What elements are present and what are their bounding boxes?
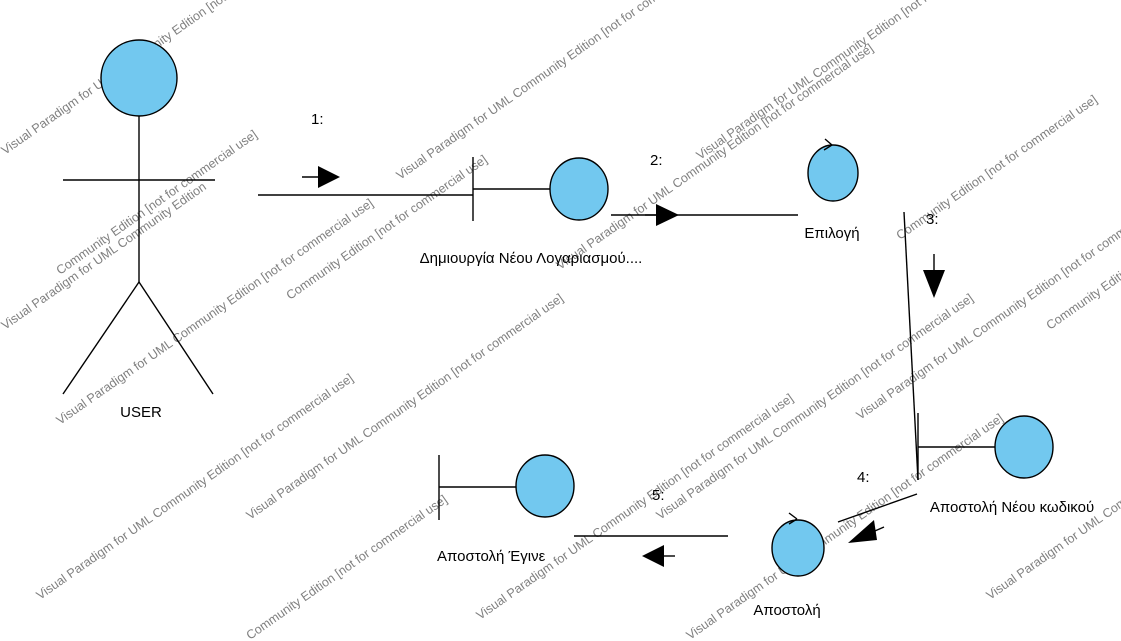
message-3-label: 3: (926, 211, 939, 228)
control-arrowhead (788, 512, 798, 525)
message-1-arrow (302, 166, 340, 188)
message-4-label: 4: (857, 469, 870, 486)
watermark: Community Edition [not for commercial us… (894, 92, 1100, 242)
watermark: Community Edition [not for commercial us… (284, 152, 490, 302)
message-2-arrow (645, 204, 679, 226)
boundary-create-account[interactable]: Δημιουργία Νέου Λογαριασμού.... (420, 157, 643, 267)
actor-left-leg (62, 281, 140, 395)
actor-head (100, 39, 178, 117)
actor-right-leg (138, 281, 214, 395)
watermark: Community Edition [not for commercial us… (244, 492, 450, 641)
message-5-label: 5: (652, 487, 665, 504)
boundary-label: Αποστολή Έγινε (437, 548, 546, 565)
boundary-circle (994, 415, 1054, 479)
control-selection[interactable]: Επιλογή (804, 138, 860, 242)
watermark: Visual Paradigm for UML Community Editio… (654, 291, 976, 522)
control-label: Επιλογή (804, 225, 859, 242)
actor-label: USER (120, 404, 162, 421)
boundary-send-new-code[interactable]: Αποστολή Νέου κωδικού (917, 413, 1094, 516)
message-4-arrow (848, 520, 885, 543)
control-circle (771, 519, 825, 577)
message-5-arrow (642, 545, 675, 567)
boundary-label: Αποστολή Νέου κωδικού (930, 499, 1094, 516)
link-newcode-send (837, 493, 918, 523)
boundary-circle (549, 157, 609, 221)
watermark: Visual Paradigm for UML Community Editio… (394, 0, 716, 182)
actor-user[interactable]: USER (62, 39, 215, 421)
message-3-arrow (923, 254, 945, 298)
control-label: Αποστολή (753, 602, 820, 619)
message-2-label: 2: (650, 152, 663, 169)
boundary-circle (515, 454, 575, 518)
control-arrowhead (823, 138, 833, 151)
watermark: Visual Paradigm for UML Community Editio… (984, 371, 1121, 602)
message-1-label: 1: (311, 111, 324, 128)
watermark: Visual Paradigm for UML Community Editio… (0, 180, 209, 333)
boundary-send-done[interactable]: Αποστολή Έγινε (437, 454, 575, 565)
watermark: Community Edition [not for commercial us… (54, 127, 260, 277)
boundary-label: Δημιουργία Νέου Λογαριασμού.... (420, 250, 643, 267)
control-send[interactable]: Αποστολή (753, 512, 825, 619)
link-selection-newcode (903, 211, 919, 481)
control-circle (807, 144, 859, 202)
